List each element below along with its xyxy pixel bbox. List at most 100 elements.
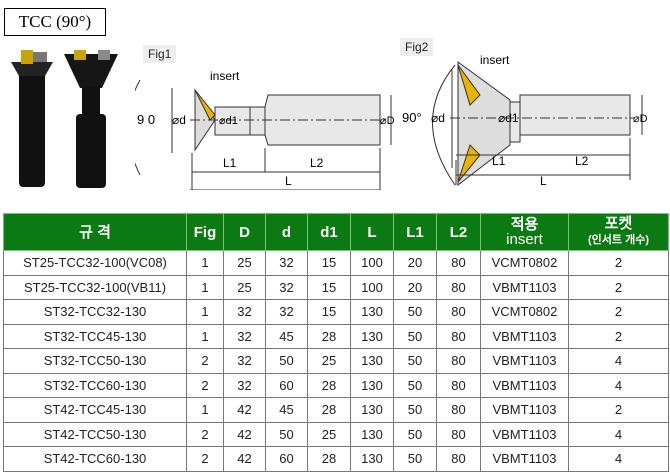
header-insert-en: insert <box>506 231 543 248</box>
table-cell: 80 <box>436 250 481 276</box>
tool-photo-1 <box>11 50 53 187</box>
insert-label: insert <box>210 69 240 83</box>
header-L: L <box>350 213 394 251</box>
table-cell: 80 <box>436 323 481 349</box>
table-cell: 50 <box>265 421 308 447</box>
table-cell: ST25-TCC32-100(VB11) <box>3 274 187 300</box>
table-cell: 50 <box>393 348 437 374</box>
angle-label: 9 0 <box>137 112 155 127</box>
table-cell: 130 <box>350 446 394 472</box>
table-cell: 4 <box>568 421 669 447</box>
table-cell: VCMT0802 <box>480 250 569 276</box>
table-cell: 130 <box>350 348 394 374</box>
table-cell: 25 <box>223 274 266 300</box>
table-cell: 42 <box>223 421 266 447</box>
table-cell: VBMT1103 <box>480 421 569 447</box>
table-cell: 32 <box>223 348 266 374</box>
table-cell: 50 <box>393 372 437 398</box>
table-cell: ST32-TCC50-130 <box>3 348 187 374</box>
L2-label: L2 <box>310 156 324 170</box>
angle-label: 90° <box>402 110 422 125</box>
d-label: ⌀d <box>431 111 445 125</box>
table-cell: VBMT1103 <box>480 372 569 398</box>
table-cell: 20 <box>393 274 437 300</box>
table-cell: 80 <box>436 446 481 472</box>
table-cell: 1 <box>186 397 224 423</box>
table-cell: 32 <box>265 299 308 325</box>
table-cell: 2 <box>568 274 669 300</box>
L1-label: L1 <box>492 154 506 168</box>
table-cell: 80 <box>436 348 481 374</box>
table-cell: 20 <box>393 250 437 276</box>
L-label: L <box>285 174 292 188</box>
d1-label: ⌀d1 <box>219 115 238 127</box>
d1-label: ⌀d1 <box>498 111 519 125</box>
header-L1: L1 <box>393 213 437 251</box>
table-cell: VCMT0802 <box>480 299 569 325</box>
table-cell: 130 <box>350 299 394 325</box>
tool-photo-2 <box>64 50 118 188</box>
table-cell: 32 <box>223 299 266 325</box>
header-insert-ko: 적용 <box>510 216 539 233</box>
table-cell: ST42-TCC50-130 <box>3 421 187 447</box>
header-pocket-sub: (인서트 개수) <box>588 234 649 246</box>
fig2-label: Fig2 <box>400 38 434 56</box>
table-cell: ST42-TCC45-130 <box>3 397 187 423</box>
table-cell: ST42-TCC60-130 <box>3 446 187 472</box>
table-cell: 4 <box>568 372 669 398</box>
table-cell: 42 <box>223 446 266 472</box>
table-cell: 130 <box>350 397 394 423</box>
table-cell: 15 <box>307 274 351 300</box>
table-cell: 15 <box>307 299 351 325</box>
table-cell: 80 <box>436 397 481 423</box>
header-D: D <box>223 213 266 251</box>
table-cell: 45 <box>265 397 308 423</box>
table-cell: 50 <box>393 323 437 349</box>
table-cell: 32 <box>265 274 308 300</box>
header-pocket: 포켓(인서트 개수) <box>568 213 669 251</box>
table-cell: 100 <box>350 250 394 276</box>
table-cell: 50 <box>393 421 437 447</box>
table-cell: ST32-TCC45-130 <box>3 323 187 349</box>
page-title: TCC (90°) <box>4 8 106 36</box>
table-cell: 4 <box>568 348 669 374</box>
table-cell: 15 <box>307 250 351 276</box>
table-cell: 130 <box>350 372 394 398</box>
table-cell: VBMT1103 <box>480 397 569 423</box>
D-label: ⌀D <box>633 113 648 125</box>
table-cell: ST32-TCC32-130 <box>3 299 187 325</box>
insert-label: insert <box>480 53 510 67</box>
table-cell: 80 <box>436 421 481 447</box>
L1-label: L1 <box>223 156 237 170</box>
table-cell: 1 <box>186 250 224 276</box>
table-cell: 80 <box>436 372 481 398</box>
table-cell: 100 <box>350 274 394 300</box>
table-cell: 1 <box>186 299 224 325</box>
fig1-label: Fig1 <box>143 45 177 63</box>
table-cell: 4 <box>568 446 669 472</box>
table-cell: ST25-TCC32-100(VC08) <box>3 250 187 276</box>
table-cell: 2 <box>186 348 224 374</box>
table-cell: 25 <box>223 250 266 276</box>
header-L2: L2 <box>436 213 481 251</box>
table-cell: 1 <box>186 323 224 349</box>
table-cell: ST32-TCC60-130 <box>3 372 187 398</box>
table-cell: 130 <box>350 421 394 447</box>
table-cell: 50 <box>393 299 437 325</box>
table-cell: VBMT1103 <box>480 274 569 300</box>
table-cell: 2 <box>568 323 669 349</box>
table-cell: 80 <box>436 274 481 300</box>
table-cell: 32 <box>223 372 266 398</box>
table-cell: 50 <box>265 348 308 374</box>
header-d: d <box>265 213 308 251</box>
table-cell: 2 <box>568 250 669 276</box>
header-fig: Fig <box>186 213 224 251</box>
D-label: ⌀D <box>380 115 395 127</box>
